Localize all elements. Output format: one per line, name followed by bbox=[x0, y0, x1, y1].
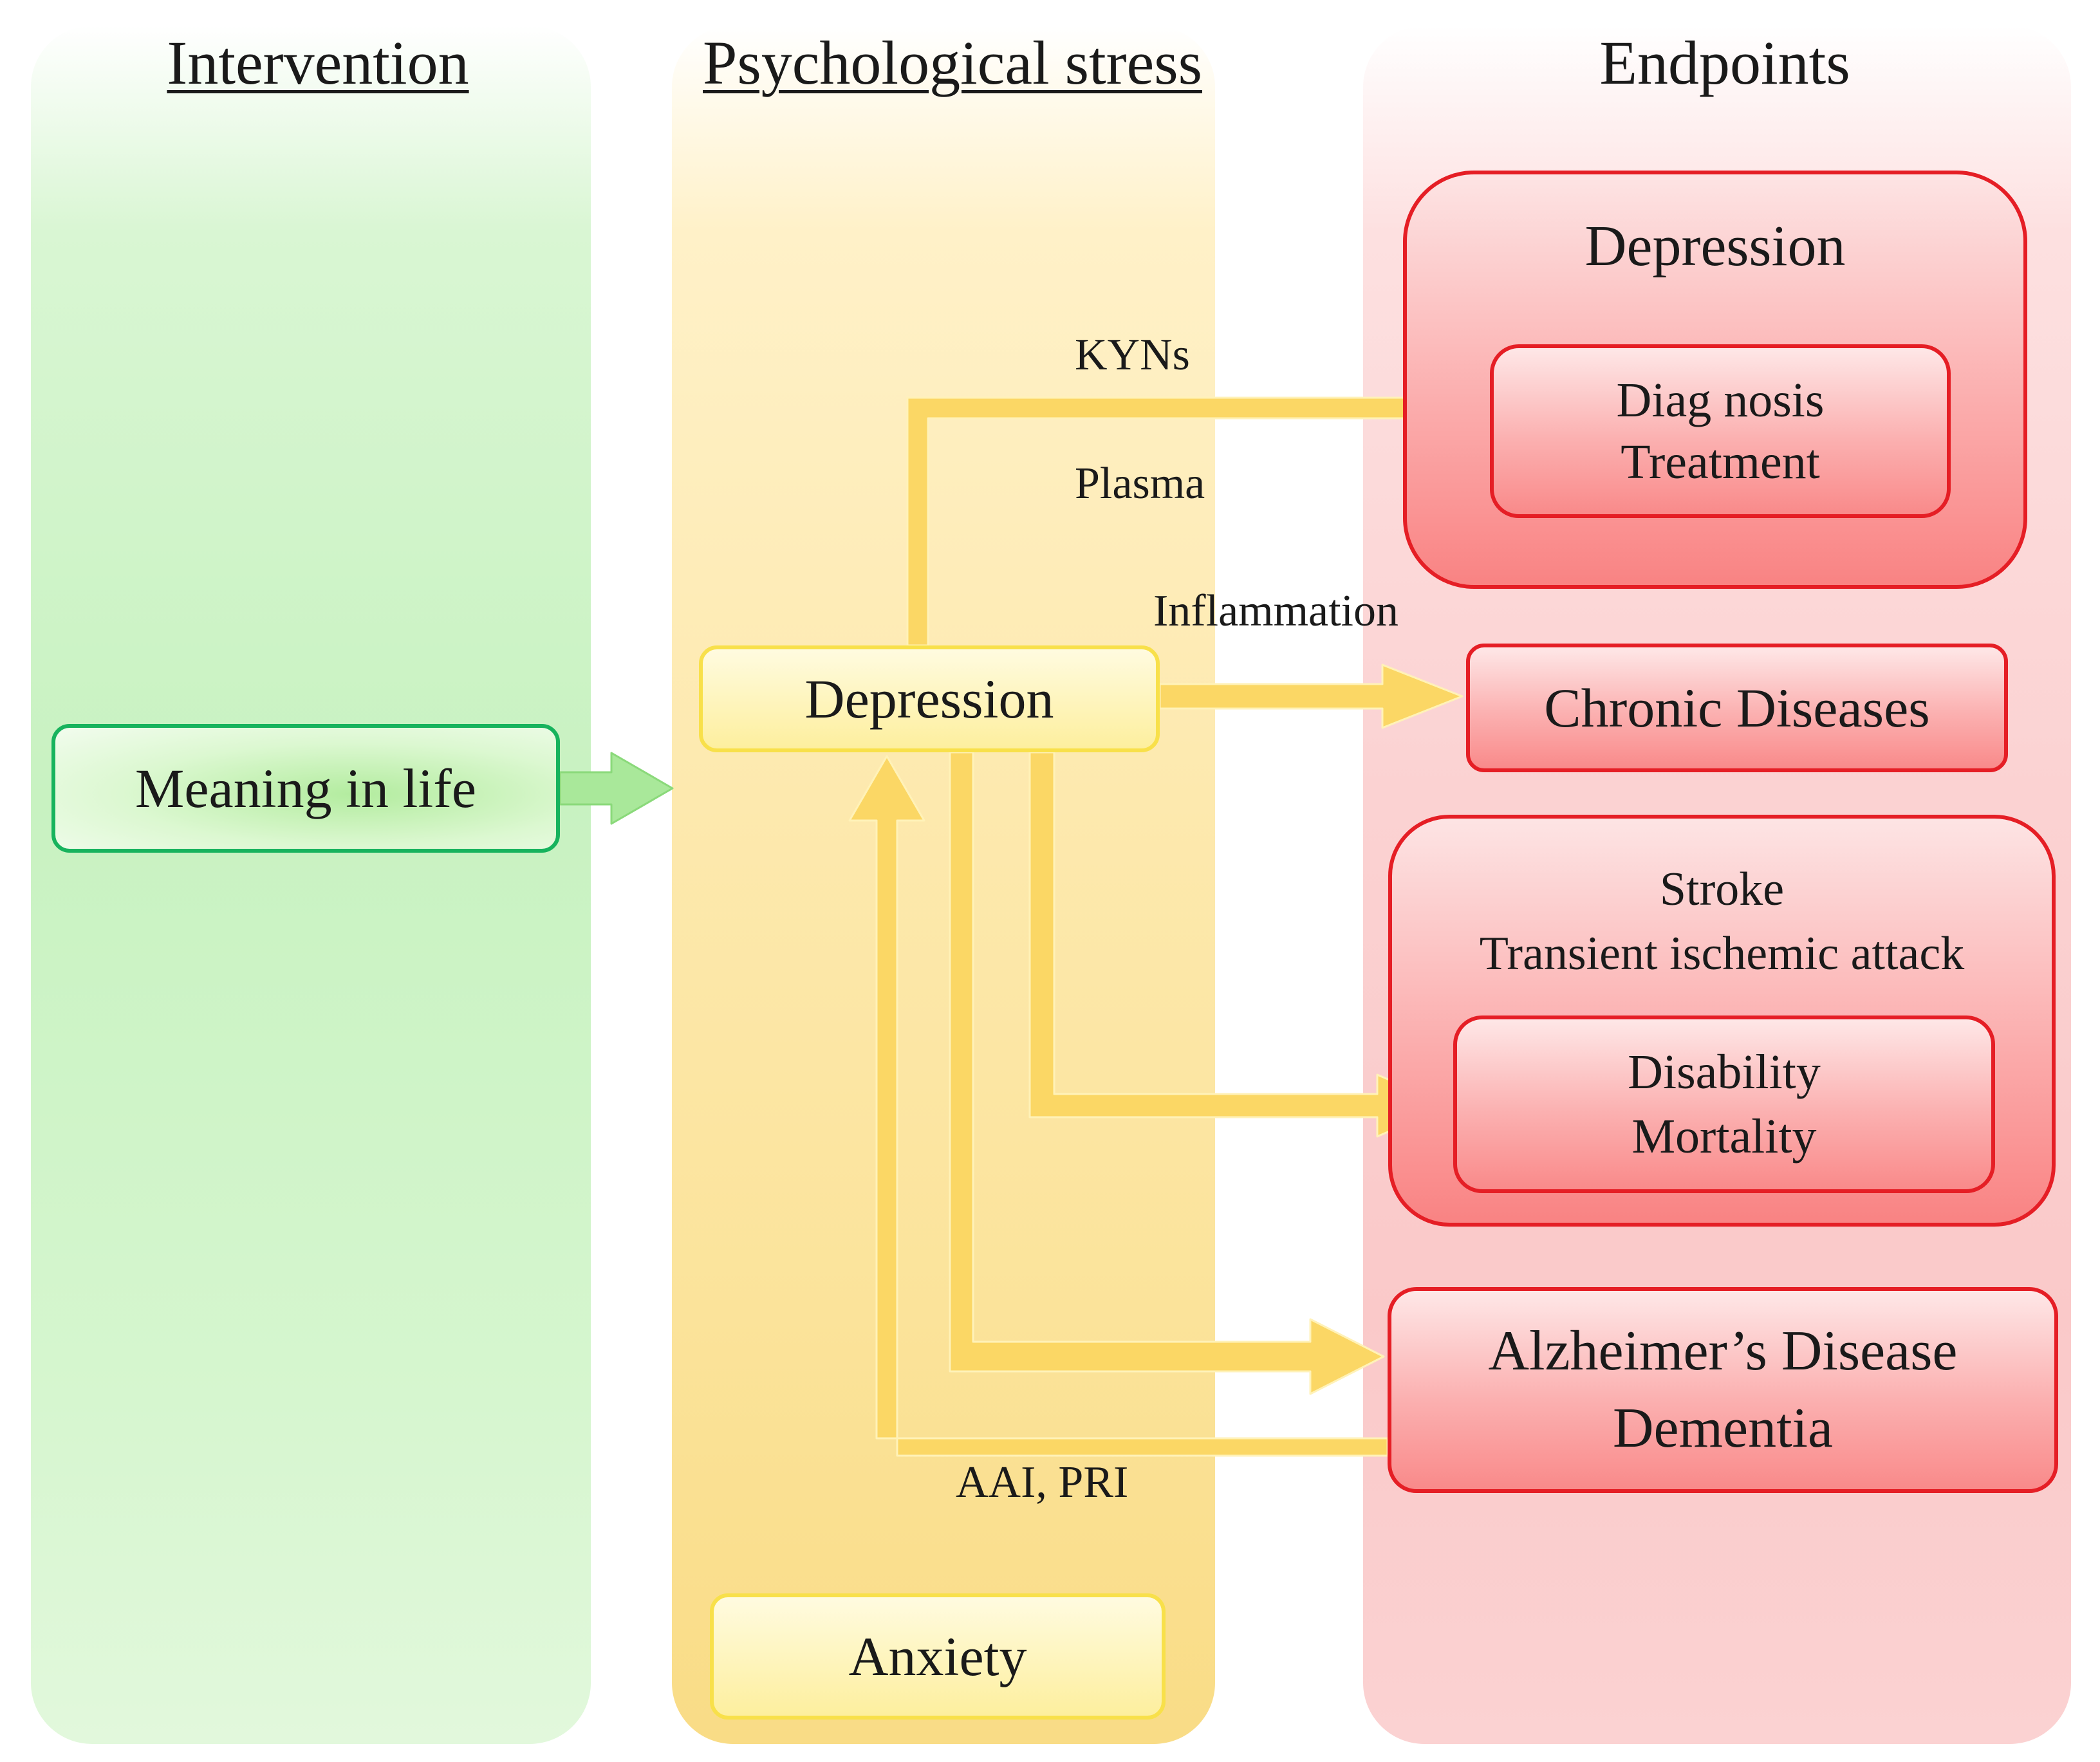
depression-endpoint-label: Depression bbox=[1584, 214, 1846, 278]
plasma-label: Plasma bbox=[1075, 459, 1205, 508]
treatment-label: Treatment bbox=[1621, 435, 1820, 489]
meaning-in-life-label: Meaning in life bbox=[135, 757, 477, 819]
intervention-column bbox=[31, 26, 591, 1744]
anxiety-node: Anxiety bbox=[710, 1593, 1166, 1720]
diagnosis-treatment-box: Diag nosis Treatment bbox=[1490, 344, 1951, 518]
arrow-alzheimers-to-depression bbox=[848, 755, 1389, 1457]
endpoints-title: Endpoints bbox=[1599, 28, 1850, 97]
alzheimers-dementia-node: Alzheimer’s Disease Dementia bbox=[1388, 1287, 2058, 1493]
inflammation-label: Inflammation bbox=[1153, 586, 1399, 636]
depression-stress-node: Depression bbox=[699, 645, 1160, 752]
arrow-depression-to-disability bbox=[1028, 751, 1451, 1138]
depression-stress-label: Depression bbox=[804, 668, 1054, 730]
dementia-label: Dementia bbox=[1612, 1397, 1834, 1460]
aai-pri-label: AAI, PRI bbox=[956, 1458, 1129, 1507]
disability-label: Disability bbox=[1628, 1045, 1821, 1099]
diagnosis-label: Diag nosis bbox=[1616, 373, 1825, 427]
meaning-in-life-node: Meaning in life bbox=[51, 724, 560, 853]
arrow-meaning-to-stress bbox=[559, 752, 674, 825]
mortality-label: Mortality bbox=[1631, 1109, 1817, 1164]
psychological-stress-title: Psychological stress bbox=[703, 28, 1202, 97]
disability-mortality-box: Disability Mortality bbox=[1453, 1015, 1995, 1193]
intervention-title: Intervention bbox=[167, 28, 469, 97]
stroke-label: Stroke bbox=[1659, 863, 1785, 916]
chronic-diseases-node: Chronic Diseases bbox=[1466, 644, 2008, 772]
alzheimers-label: Alzheimer’s Disease bbox=[1488, 1320, 1958, 1382]
psychological-stress-column bbox=[672, 26, 1215, 1744]
arrow-depression-to-alzheimers bbox=[949, 751, 1385, 1395]
kyns-label: KYNs bbox=[1075, 330, 1190, 380]
chronic-diseases-label: Chronic Diseases bbox=[1544, 677, 1930, 739]
arrow-depression-to-chronic bbox=[1158, 663, 1463, 729]
tia-label: Transient ischemic attack bbox=[1479, 927, 1965, 980]
anxiety-label: Anxiety bbox=[848, 1626, 1027, 1687]
